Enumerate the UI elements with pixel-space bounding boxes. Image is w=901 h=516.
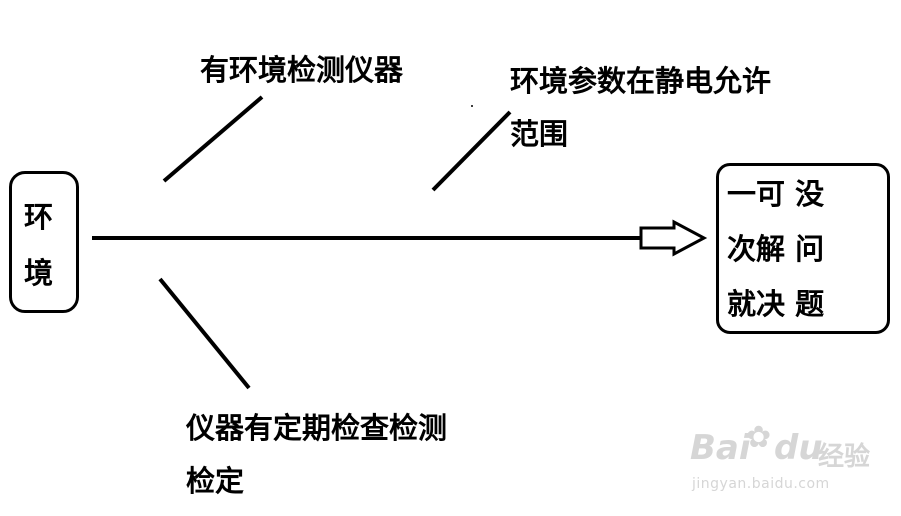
baidu-watermark: Bai ✿ du 经验 jingyan.baidu.com [690, 420, 870, 500]
spine-arrow-head [639, 219, 708, 257]
watermark-brand-cn: 经验 [818, 442, 871, 472]
environment-box-line2: 境 [24, 256, 54, 290]
result-box-row3: 就决 题 [727, 287, 825, 321]
result-box: 一可 没 次解 问 就决 题 [716, 163, 890, 334]
watermark-brand: Bai [690, 428, 751, 468]
branch-line-upper-left [162, 95, 264, 183]
upper-right-label-line1: 环境参数在静电允许 [510, 64, 772, 98]
lower-label-line2: 检定 [186, 464, 245, 498]
result-box-row1: 一可 没 [727, 177, 825, 211]
paw-icon: ✿ [746, 420, 772, 455]
lower-label-line1: 仪器有定期检查检测 [186, 411, 448, 445]
branch-line-upper-right [431, 110, 512, 192]
watermark-url: jingyan.baidu.com [692, 476, 830, 492]
upper-right-label-line2: 范围 [510, 117, 569, 151]
upper-left-label: 有环境检测仪器 [200, 53, 404, 87]
environment-box: 环 境 [9, 171, 79, 313]
environment-box-line1: 环 [24, 200, 54, 234]
branch-line-lower [158, 277, 251, 390]
result-box-row2: 次解 问 [727, 232, 825, 266]
watermark-brand-mid: du [774, 428, 823, 468]
stray-dot [471, 105, 473, 107]
